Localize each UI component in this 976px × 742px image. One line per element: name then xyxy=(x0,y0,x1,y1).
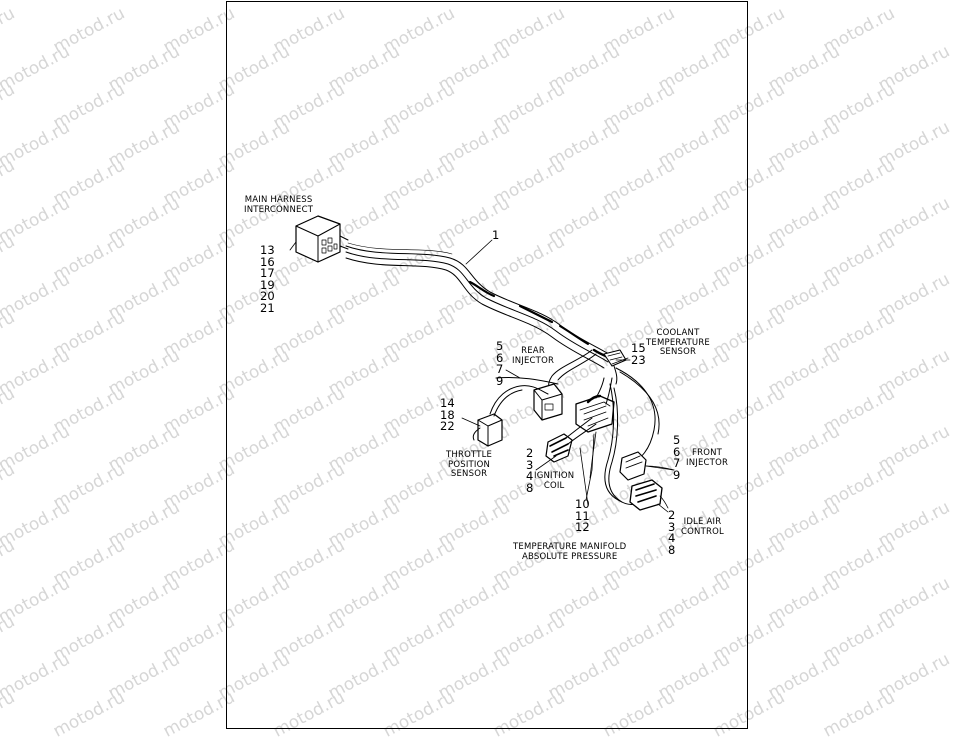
idle-air-control-label-line: IDLE AIR xyxy=(683,517,722,527)
throttle-sensor-shape xyxy=(472,385,549,447)
main-harness-trunk xyxy=(345,242,616,369)
throttle-sensor-label: THROTTLE POSITION SENSOR xyxy=(446,450,493,480)
callout-number: 6 xyxy=(673,444,681,459)
rear-injector-label-line: REAR xyxy=(521,346,545,356)
rear-injector-label: REAR INJECTOR xyxy=(512,346,555,366)
callout-number: 6 xyxy=(496,350,504,365)
callout-number: 20 xyxy=(260,289,275,303)
coolant-sensor-label-line: SENSOR xyxy=(659,347,697,357)
callout-number: 5 xyxy=(496,339,504,353)
callout-number: 4 xyxy=(526,469,534,483)
callout-number: 2 xyxy=(526,446,534,460)
front-injector-label-line: INJECTOR xyxy=(686,457,729,468)
callout-number: 8 xyxy=(668,542,676,557)
callout-number: 18 xyxy=(440,407,455,422)
callout-number: 15 xyxy=(631,341,646,355)
front-injector-label-line: FRONT xyxy=(692,448,723,458)
coolant-sensor-label: COOLANT TEMPERATURE SENSOR xyxy=(646,328,710,358)
callout-number: 3 xyxy=(526,457,534,472)
tmap-sensor-label: TEMPERATURE MANIFOLD ABSOLUTE PRESSURE xyxy=(513,542,627,562)
callout-number: 16 xyxy=(260,254,275,269)
callout-number: 23 xyxy=(631,352,646,367)
callout-number: 21 xyxy=(260,300,275,315)
callout-number: 2 xyxy=(668,508,676,522)
tmap-sensor-label-line: TEMPERATURE MANIFOLD xyxy=(513,542,627,552)
callout-number: 14 xyxy=(440,396,455,410)
throttle-sensor-label-line: SENSOR xyxy=(450,469,488,479)
throttle-sensor-callouts: 14 18 22 xyxy=(440,396,455,433)
tmap-sensor-callouts: 10 11 12 xyxy=(575,497,590,534)
throttle-sensor-label-line: POSITION xyxy=(448,459,491,470)
front-injector-label: FRONT INJECTOR xyxy=(686,448,729,468)
ignition-coil-shape xyxy=(545,417,597,463)
idle-air-control-callouts: 2 3 4 8 xyxy=(668,508,676,557)
callout-number: 7 xyxy=(496,362,504,376)
tmap-sensor-label-line: ABSOLUTE PRESSURE xyxy=(521,551,618,562)
callout-number: 19 xyxy=(260,277,275,292)
ignition-coil-label-line: COIL xyxy=(543,480,565,491)
callout-number: 22 xyxy=(440,419,455,433)
coolant-sensor-label-line: TEMPERATURE xyxy=(646,337,710,348)
rear-injector-callouts: 5 6 7 9 xyxy=(496,339,504,388)
coolant-sensor-shape xyxy=(603,349,627,385)
callout-number: 9 xyxy=(673,467,681,482)
front-branch-shape xyxy=(604,367,675,511)
callout-number: 12 xyxy=(575,520,590,534)
coolant-sensor-label-line: COOLANT xyxy=(656,328,700,338)
callout-number: 11 xyxy=(575,508,590,523)
main-harness-label-line: INTERCONNECT xyxy=(244,204,314,215)
callout-number: 17 xyxy=(260,266,275,280)
front-injector-callouts: 5 6 7 9 xyxy=(673,433,681,482)
throttle-sensor-label-line: THROTTLE xyxy=(446,450,493,460)
coolant-sensor-callouts: 15 23 xyxy=(631,341,646,367)
tmap-sensor-shape xyxy=(575,377,615,479)
callout-number: 9 xyxy=(496,373,504,388)
callout-number: 10 xyxy=(575,497,590,511)
ignition-coil-label-line: IGNITION xyxy=(534,471,575,481)
callout-number: 3 xyxy=(668,519,676,534)
callout-number: 1 xyxy=(492,228,500,242)
ignition-coil-callouts: 2 3 4 8 xyxy=(526,446,534,495)
main-harness-label-line: MAIN HARNESS xyxy=(244,195,313,205)
callout-number: 13 xyxy=(260,243,275,257)
main-harness-label: MAIN HARNESS INTERCONNECT xyxy=(244,195,314,215)
ignition-coil-label: IGNITION COIL xyxy=(534,471,575,491)
leader-lines xyxy=(289,239,675,513)
callout-number: 8 xyxy=(526,480,534,495)
main-harness-connector xyxy=(295,215,349,263)
rear-injector-shape xyxy=(495,349,597,421)
idle-air-control-label: IDLE AIR CONTROL xyxy=(681,517,724,537)
harness-callout: 1 xyxy=(492,228,500,242)
callout-number: 5 xyxy=(673,433,681,447)
idle-air-control-label-line: CONTROL xyxy=(681,526,724,537)
main-harness-callouts: 13 16 17 19 20 21 xyxy=(260,243,275,315)
callout-number: 7 xyxy=(673,456,681,470)
rear-injector-label-line: INJECTOR xyxy=(512,355,555,366)
callout-number: 4 xyxy=(668,531,676,545)
figure-frame xyxy=(226,1,748,729)
